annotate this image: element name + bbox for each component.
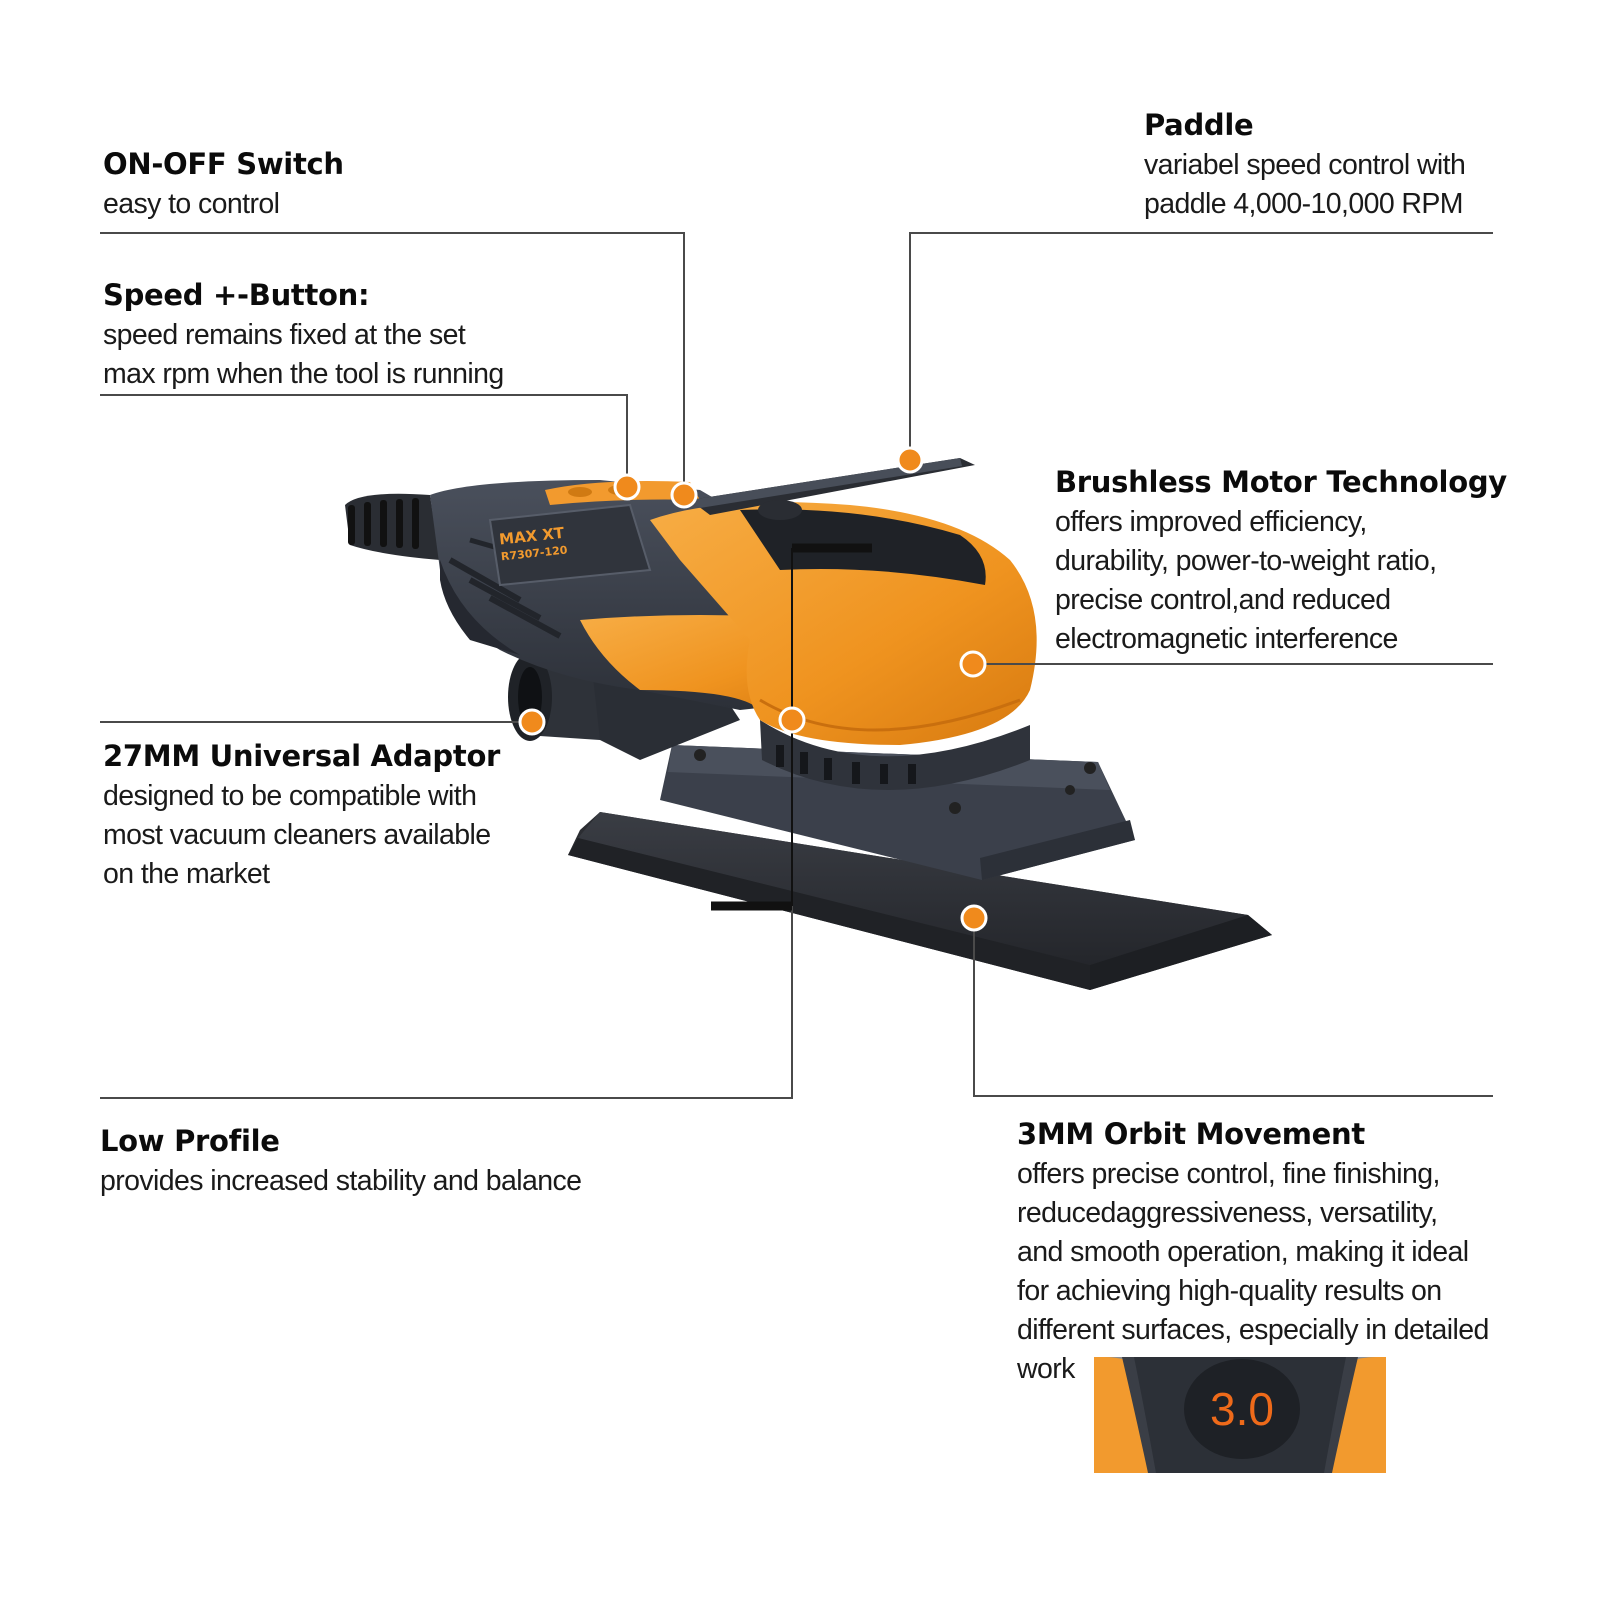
dot-onoff-switch (670, 481, 698, 509)
callout-onoff-switch: ON-OFF Switch easy to control (103, 145, 344, 224)
callout-line: offers improved efficiency, (1055, 506, 1367, 538)
callout-line: provides increased stability and balance (100, 1165, 582, 1197)
callout-dots (518, 446, 988, 932)
callout-line: different surfaces, especially in detail… (1017, 1314, 1489, 1346)
motor-vents (760, 720, 1030, 790)
callout-line: variabel speed control with (1144, 149, 1466, 181)
callout-paddle: Paddle variabel speed control with paddl… (1144, 106, 1466, 224)
callout-line: durability, power-to-weight ratio, (1055, 545, 1437, 577)
orbit-display-inset: 3.0 (1094, 1357, 1386, 1473)
dot-orbit (960, 904, 988, 932)
callout-line: reducedaggressiveness, versatility, (1017, 1197, 1438, 1229)
callout-line: designed to be compatible with (103, 780, 477, 812)
callout-title: 3MM Orbit Movement (1017, 1117, 1365, 1151)
leader-lines (100, 232, 1493, 1099)
callout-speed-button: Speed +-Button: speed remains fixed at t… (103, 276, 504, 394)
orbit-display-value: 3.0 (1210, 1383, 1274, 1435)
callout-title: Speed +-Button: (103, 278, 370, 312)
callout-line: electromagnetic interference (1055, 623, 1398, 655)
callout-orbit-movement: 3MM Orbit Movement offers precise contro… (1017, 1115, 1489, 1389)
handle-brand-label: MAX XT R7307-120 (498, 524, 568, 566)
callout-line: for achieving high-quality results on (1017, 1275, 1442, 1307)
power-cord-relief (345, 493, 440, 560)
sanding-pad (568, 812, 1272, 990)
callout-line: precise control,and reduced (1055, 584, 1391, 616)
dot-paddle (896, 446, 924, 474)
callout-title: 27MM Universal Adaptor (103, 739, 501, 773)
callout-line: most vacuum cleaners available (103, 819, 491, 851)
dot-low-profile (778, 706, 806, 734)
callout-title: Brushless Motor Technology (1055, 465, 1507, 499)
callout-line: and smooth operation, making it ideal (1017, 1236, 1469, 1268)
dot-motor (959, 650, 987, 678)
callout-brushless-motor: Brushless Motor Technology offers improv… (1055, 463, 1507, 659)
callout-title: Paddle (1144, 108, 1254, 142)
callout-line: max rpm when the tool is running (103, 358, 504, 390)
callout-line: speed remains fixed at the set (103, 319, 466, 351)
callout-line: paddle 4,000-10,000 RPM (1144, 188, 1464, 220)
paddle-lever (690, 458, 975, 520)
dot-speed-button (613, 473, 641, 501)
dot-adaptor (518, 708, 546, 736)
callout-line: easy to control (103, 188, 280, 220)
callout-line: on the market (103, 858, 270, 890)
callout-title: Low Profile (100, 1124, 280, 1158)
callout-line: offers precise control, fine finishing, (1017, 1158, 1440, 1190)
callout-line: work (1017, 1353, 1075, 1385)
callout-adaptor: 27MM Universal Adaptor designed to be co… (103, 737, 500, 894)
callout-low-profile: Low Profile provides increased stability… (100, 1122, 582, 1201)
callout-title: ON-OFF Switch (103, 147, 344, 181)
